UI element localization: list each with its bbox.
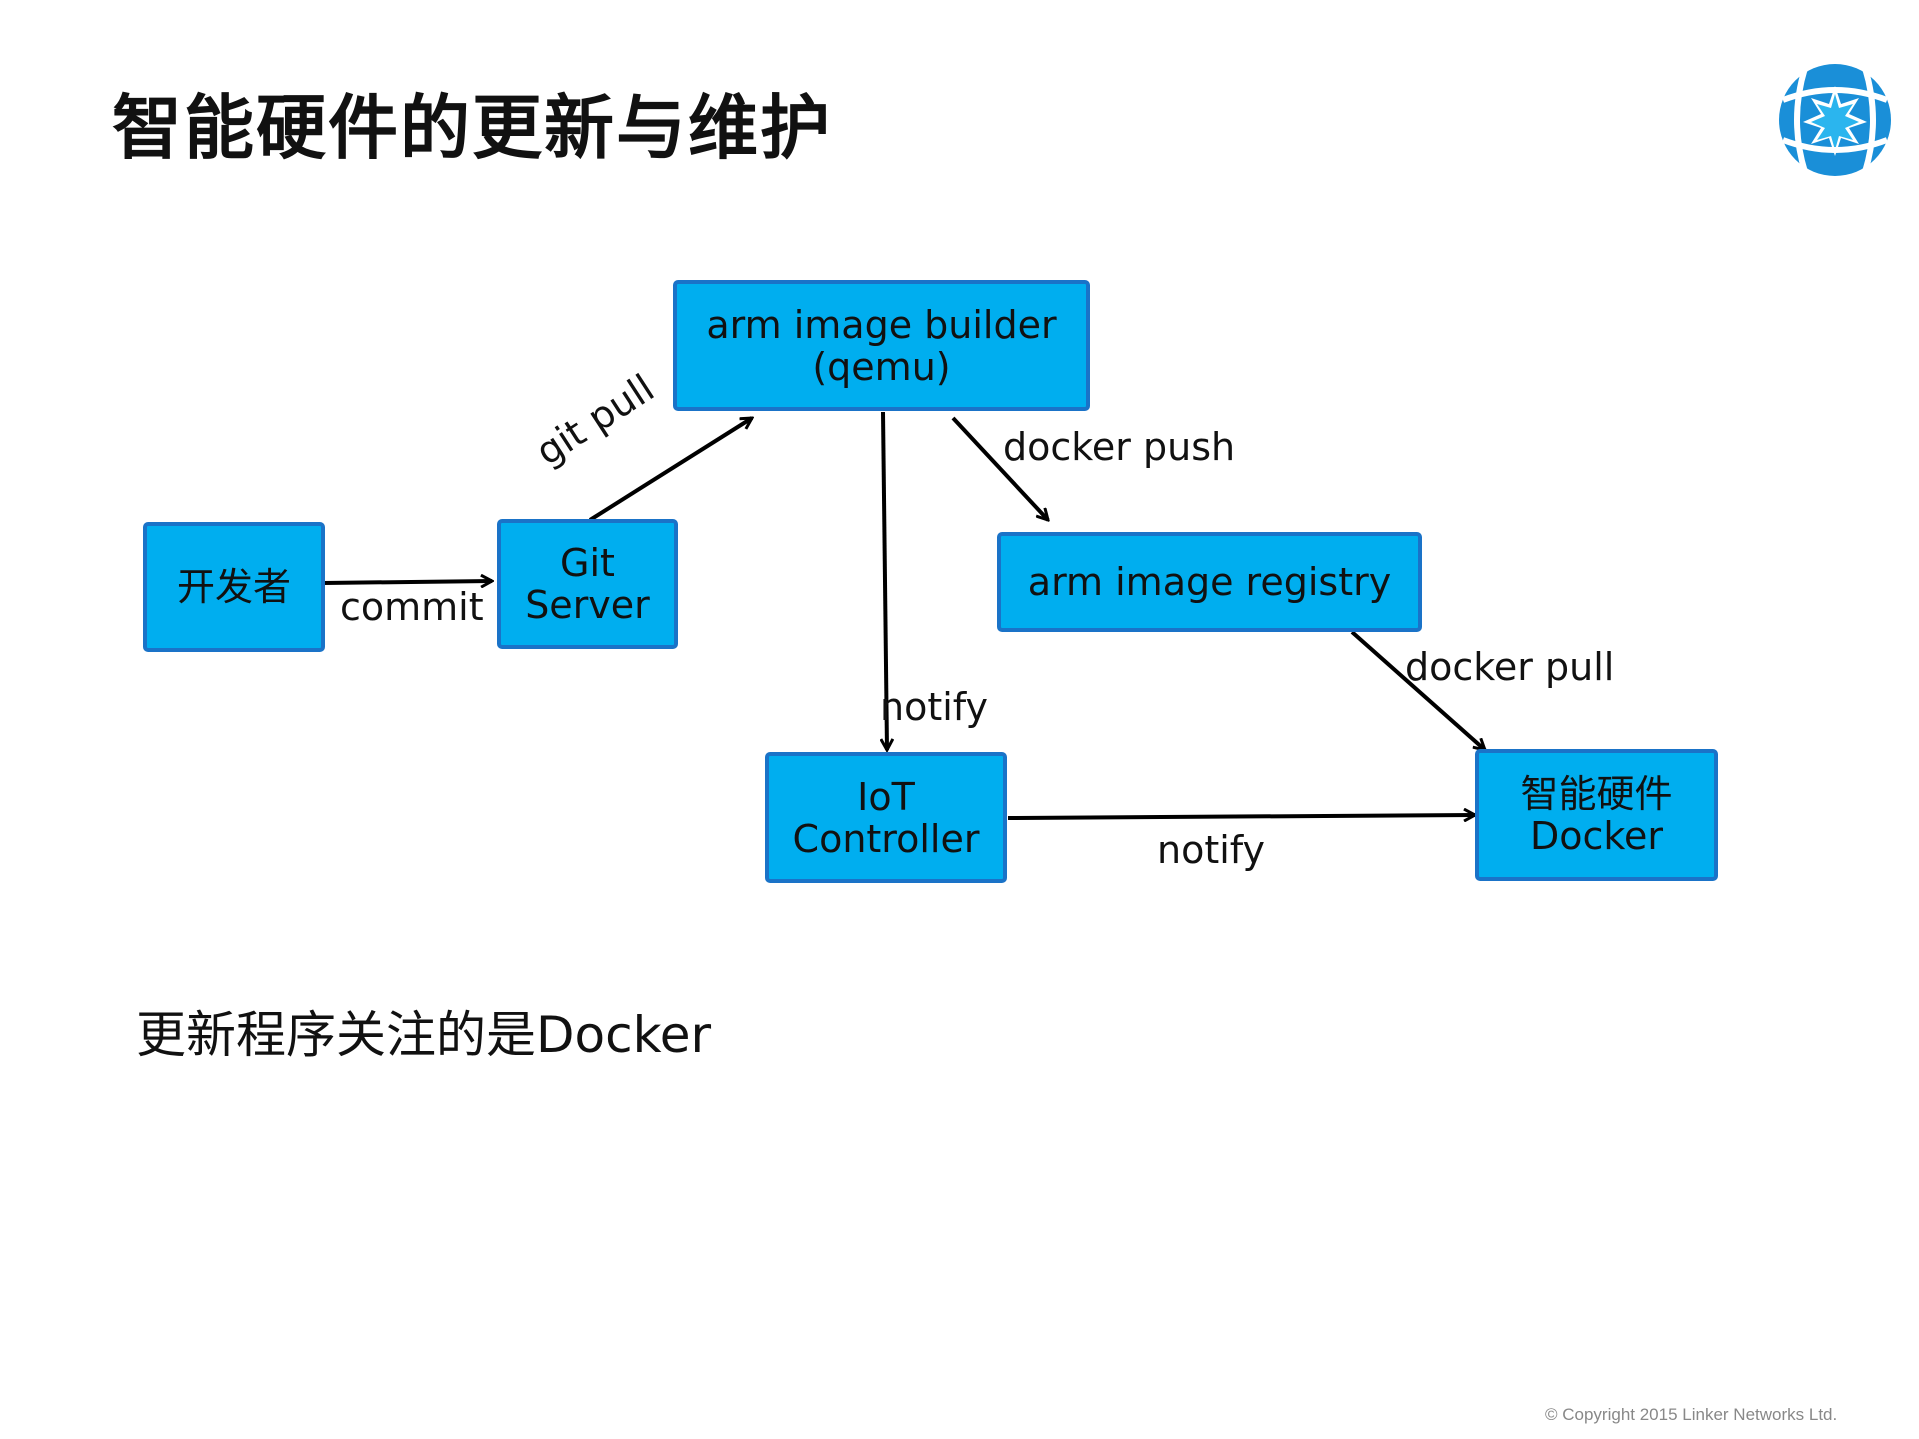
node-builder-label-line1: arm image builder [706, 302, 1057, 347]
edge-label-docker-pull: docker pull [1405, 645, 1615, 689]
footer-copyright: © Copyright 2015 Linker Networks Ltd. [1545, 1405, 1838, 1424]
edge-notify-builder-arrow [883, 411, 887, 750]
edge-git-pull-arrow [588, 416, 752, 522]
node-arm-image-registry: arm image registry [997, 532, 1422, 632]
node-device-docker: 智能硬件 Docker [1475, 749, 1718, 881]
node-device-docker-label-line2: Docker [1529, 814, 1664, 858]
node-builder-label-line2: (qemu) [812, 344, 951, 389]
edge-docker-pull-arrow [1350, 630, 1485, 750]
node-git-server: Git Server [497, 519, 678, 649]
node-developer-label: 开发者 [176, 565, 291, 609]
node-developer: 开发者 [143, 522, 325, 652]
edge-label-commit: commit [340, 585, 484, 629]
edge-label-notify-device: notify [1157, 828, 1265, 872]
edge-label-notify-builder: notify [880, 685, 988, 729]
node-device-docker-label-line1: 智能硬件 [1520, 772, 1673, 816]
node-iot-controller-label-line2: Controller [792, 816, 980, 861]
node-registry-label: arm image registry [1027, 560, 1392, 604]
node-iot-controller-label-line1: IoT [857, 774, 915, 819]
node-git-server-label-line2: Server [525, 583, 650, 627]
linker-networks-logo-icon [1779, 64, 1891, 176]
slide-title: 智能硬件的更新与维护 [112, 87, 832, 169]
edge-notify-device-arrow [1007, 815, 1475, 818]
slide-subtitle: 更新程序关注的是Docker [136, 1006, 712, 1064]
node-iot-controller: IoT Controller [765, 752, 1007, 883]
edge-commit-arrow [323, 581, 492, 583]
node-arm-image-builder: arm image builder (qemu) [673, 280, 1090, 411]
edge-label-docker-push: docker push [1003, 425, 1236, 469]
node-git-server-label-line1: Git [560, 541, 615, 585]
edge-docker-push-arrow [951, 416, 1048, 520]
